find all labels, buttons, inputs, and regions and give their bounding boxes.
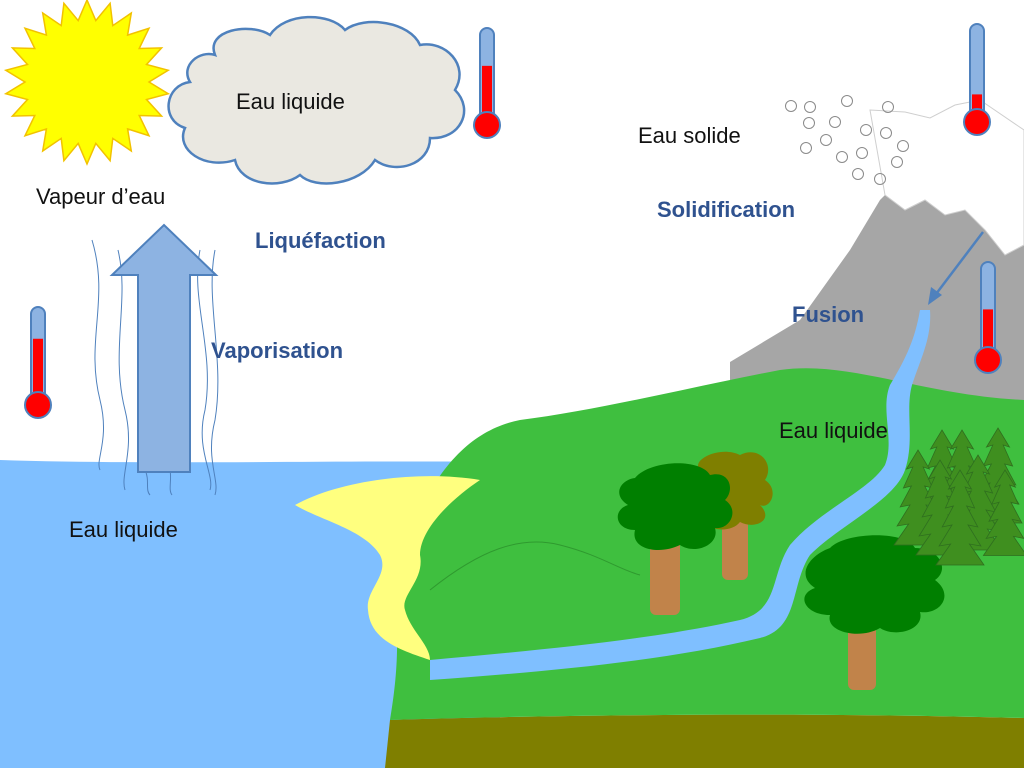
ice-particle: [852, 168, 864, 180]
ice-particle: [880, 127, 892, 139]
thermometer-sea-icon: [24, 306, 52, 419]
ice-particle: [829, 116, 841, 128]
sea-liquid-label: Eau liquide: [69, 517, 178, 542]
cloud-liquid-label: Eau liquide: [236, 89, 345, 114]
ice-particle: [897, 140, 909, 152]
ice-particle: [803, 117, 815, 129]
ice-particle: [836, 151, 848, 163]
hill-line: [429, 541, 641, 591]
cloud-icon: [167, 15, 466, 185]
vaporisation-arrow: [109, 223, 219, 473]
sand-beach: [295, 476, 480, 660]
river-liquid-label: Eau liquide: [779, 418, 888, 443]
vapor-lines: [91, 239, 219, 496]
sun-icon: [3, 0, 171, 166]
soil: [385, 714, 1024, 768]
ice-particle: [820, 134, 832, 146]
vapor-label: Vapeur d’eau: [36, 184, 166, 209]
ice-particle: [891, 156, 903, 168]
thermometer-cloud-icon: [473, 27, 501, 139]
tree-dark-right: [804, 535, 945, 690]
ice-particle: [785, 100, 797, 112]
ice-particle: [804, 101, 816, 113]
ice-particle: [841, 95, 853, 107]
vaporisation-label: Vaporisation: [211, 338, 344, 363]
ice-particles: [785, 95, 909, 185]
solidification-label: Solidification: [657, 197, 796, 222]
fusion-label: Fusion: [792, 302, 865, 327]
pine-tree: [935, 469, 985, 566]
ice-particle: [800, 142, 812, 154]
pine-tree: [982, 469, 1024, 556]
liquefaction-label: Liquéfaction: [255, 228, 386, 253]
ice-particle: [882, 101, 894, 113]
thermometer-snow-icon: [963, 23, 991, 136]
ice-particle: [860, 124, 872, 136]
thermometer-fusion-icon: [974, 261, 1002, 374]
snow-cap: [869, 99, 1024, 256]
pine-forest: [893, 427, 1024, 566]
ice-particle: [874, 173, 886, 185]
solid-label: Eau solide: [638, 123, 741, 148]
fusion-arrow: [928, 231, 984, 305]
ice-particle: [856, 147, 868, 159]
tree-dark-left: [617, 463, 733, 615]
